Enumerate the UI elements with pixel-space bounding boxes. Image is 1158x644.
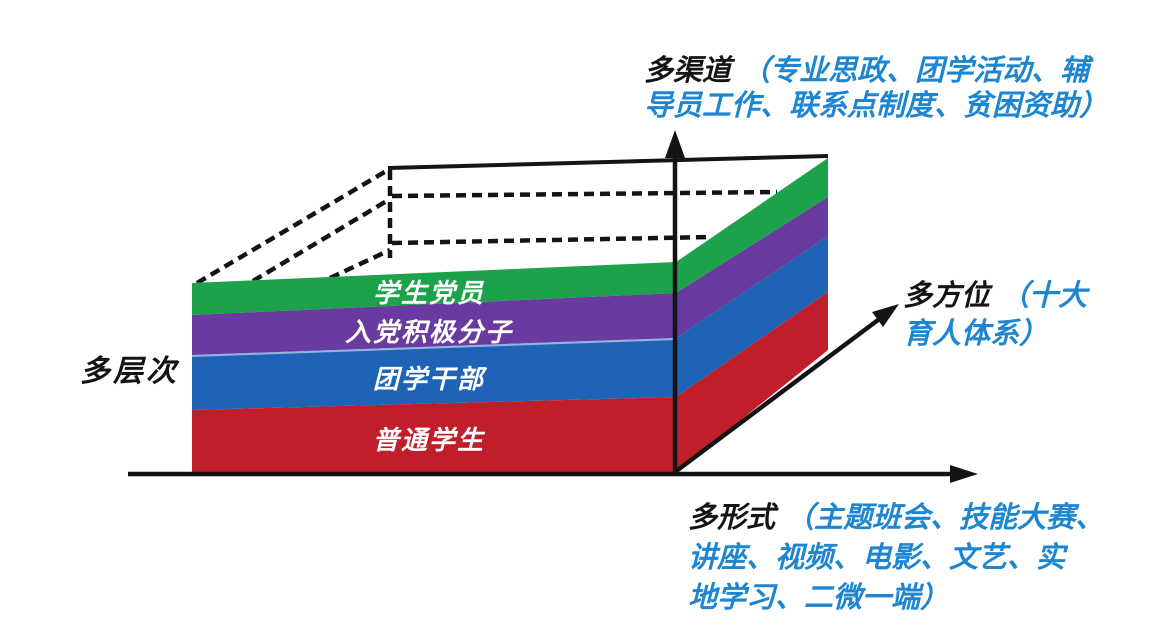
directions-axis-label-blue-line2: 育人体系） (903, 316, 1048, 350)
layer-label-party-activists: 入党积极分子 (345, 318, 514, 348)
wireframe-horizontal-edge-2 (391, 234, 713, 246)
layer-front-party-activists (192, 293, 676, 355)
layer-label-party-members: 学生党员 (373, 279, 485, 309)
layer-label-ordinary-students: 普通学生 (373, 426, 486, 456)
forms-axis-label: 多形式 （主题班会、技能大赛、 讲座、视频、电影、文艺、实 地学习、二微一端） (688, 500, 1114, 614)
axis-annotations: 多层次 多渠道 （专业思政、团学活动、辅 导员工作、联系点制度、贫困资助） 多方… (80, 53, 1114, 614)
channels-axis-label: 多渠道 （专业思政、团学活动、辅 导员工作、联系点制度、贫困资助） (644, 53, 1108, 122)
layer-side-party-activists (676, 197, 828, 338)
layer-front-party-members (192, 262, 676, 315)
layer-side-ordinary-students (676, 292, 828, 472)
layer-label-league-cadres: 团学干部 (373, 365, 488, 395)
wireframe-diagonal-edge-2 (251, 197, 392, 283)
stacked-block-front (191, 262, 677, 472)
wireframe-diagonal-edge-1 (195, 168, 390, 285)
x-axis-arrowhead-icon (950, 465, 978, 483)
y-axis-arrowhead-icon (665, 130, 685, 158)
directions-axis-label-blue-line1: （十大 (1000, 278, 1090, 312)
levels-axis-label: 多层次 (80, 354, 180, 389)
layer-captions: 学生党员 入党积极分子 团学干部 普通学生 (345, 279, 514, 456)
layer-front-ordinary-students (192, 397, 676, 472)
directions-axis-label-black: 多方位 (903, 278, 993, 312)
forms-axis-label-blue-line2: 讲座、视频、电影、文艺、实 (688, 540, 1069, 574)
layer-side-party-members (676, 158, 828, 293)
wireframe-box (195, 154, 829, 285)
layer-side-league-cadres (676, 236, 828, 397)
axes (128, 130, 978, 483)
channels-axis-label-blue-line1: （专业思政、团学活动、辅 (741, 53, 1094, 87)
purple-blue-separator-line (191, 338, 677, 357)
wireframe-diagonal-edge-3 (329, 247, 391, 281)
channels-axis-label-black: 多渠道 (644, 53, 736, 87)
forms-axis-label-black: 多形式 (688, 500, 779, 534)
forms-axis-label-blue-line1: （主题班会、技能大赛、 (785, 500, 1104, 534)
forms-axis-label-blue-line3: 地学习、二微一端） (688, 580, 949, 614)
z-axis-line (673, 315, 884, 474)
layer-front-league-cadres (192, 338, 676, 410)
channels-axis-label-blue-line2: 导员工作、联系点制度、贫困资助） (644, 88, 1108, 122)
stacked-block-side (676, 158, 828, 472)
wireframe-back-top-edge (387, 154, 829, 170)
directions-axis-label: 多方位 （十大 育人体系） (903, 278, 1097, 350)
wireframe-horizontal-edge-1 (391, 189, 778, 199)
z-axis-arrowhead-icon (872, 304, 899, 327)
